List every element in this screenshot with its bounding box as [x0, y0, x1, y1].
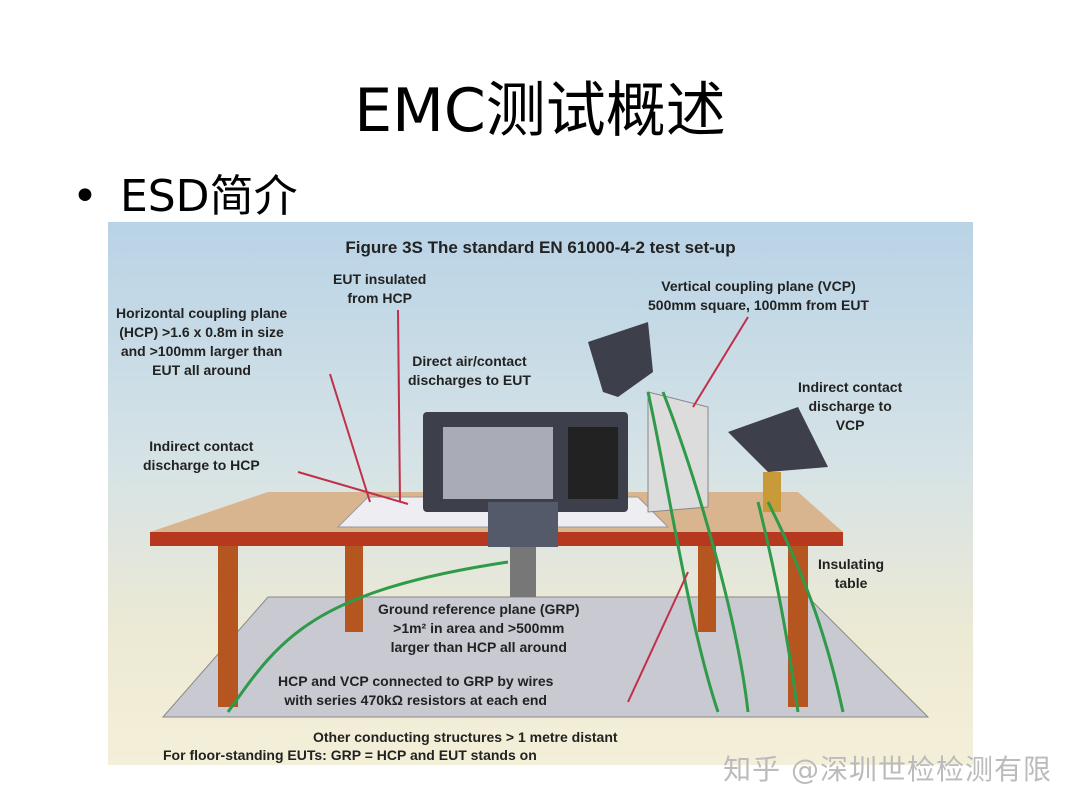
ground-wire: [661, 391, 750, 713]
table-leg: [345, 542, 363, 632]
bullet-text: ESD简介: [119, 171, 298, 222]
pointer-line: [627, 571, 689, 703]
label-vcp: Vertical coupling plane (VCP) 500mm squa…: [648, 278, 869, 313]
pointer-line: [692, 316, 749, 408]
pointer-line: [397, 309, 401, 503]
table-leg: [218, 542, 238, 707]
eut-keypad: [568, 427, 618, 499]
esd-gun: [588, 322, 653, 397]
label-insulating-table: Insulating table: [818, 556, 885, 591]
label-eut-insulated: EUT insulated from HCP: [333, 271, 427, 306]
esd-test-setup-figure: Figure 3S The standard EN 61000-4-2 test…: [108, 222, 973, 765]
esd-gun: [728, 407, 828, 472]
watermark: 知乎 @深圳世检检测有限: [723, 753, 1052, 786]
gun-base: [488, 502, 558, 547]
ground-wire: [226, 560, 509, 713]
bullet-dot: •: [72, 171, 98, 222]
bullet-item: • ESD简介: [72, 160, 298, 224]
label-grp: Ground reference plane (GRP) >1m² in are…: [378, 601, 580, 655]
label-indirect-vcp: Indirect contact discharge to VCP: [798, 379, 903, 433]
label-direct-discharge: Direct air/contact discharges to EUT: [408, 353, 531, 388]
label-indirect-hcp: Indirect contact discharge to HCP: [143, 438, 260, 473]
label-floor-standing: For floor-standing EUTs: GRP = HCP and E…: [163, 747, 537, 763]
ground-wire: [646, 391, 720, 713]
pointer-line: [297, 471, 409, 505]
ground-wire: [756, 501, 800, 713]
slide-title: EMC测试概述: [354, 76, 726, 146]
eut-screen: [443, 427, 553, 499]
esd-gun-grip: [763, 472, 781, 512]
setup-illustration: [150, 309, 930, 718]
label-wires: HCP and VCP connected to GRP by wires wi…: [278, 673, 554, 708]
label-hcp: Horizontal coupling plane (HCP) >1.6 x 0…: [116, 305, 288, 378]
figure-title: Figure 3S The standard EN 61000-4-2 test…: [345, 238, 736, 257]
gun-column: [510, 547, 536, 597]
ground-wire: [766, 501, 845, 713]
table-leg: [698, 542, 716, 632]
label-other-structures: Other conducting structures > 1 metre di…: [313, 729, 618, 745]
pointer-line: [329, 373, 371, 503]
